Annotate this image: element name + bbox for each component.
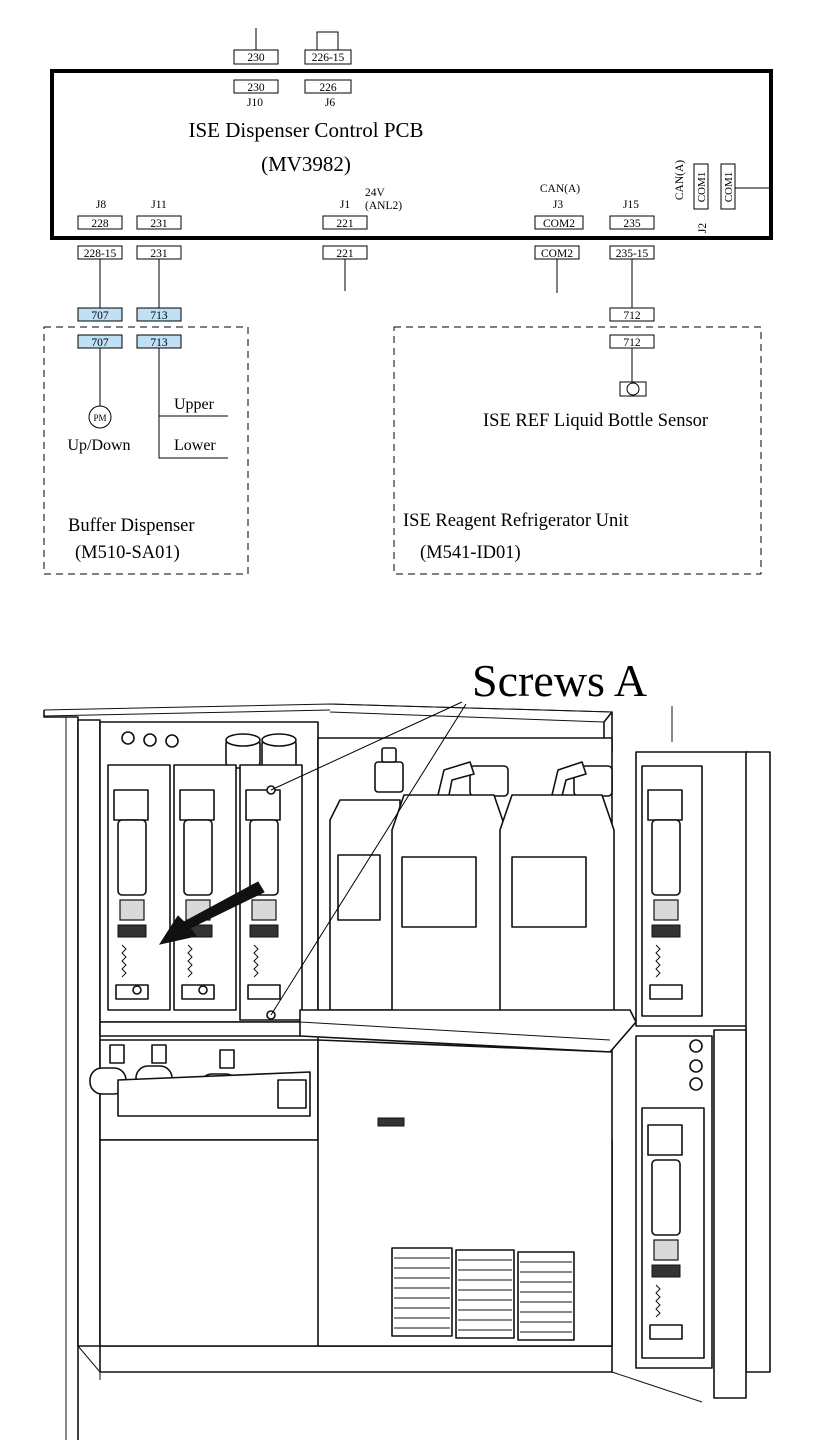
motor-label: Up/Down	[67, 437, 130, 454]
j8-pin: 228	[91, 218, 109, 230]
syringe-module-1	[107, 764, 171, 1011]
j10-cable-label: 230	[247, 52, 265, 64]
pulse-motor-icon	[88, 405, 112, 429]
removal-arrow-icon	[158, 881, 265, 945]
j2-cable-label: COM1	[723, 172, 735, 203]
j1-note: (ANL2)	[365, 200, 402, 212]
j1-label: J1	[340, 199, 350, 211]
assembly-illustration: Screws A	[43, 655, 771, 1440]
pcb-model: (MV3982)	[261, 152, 351, 176]
j10-label: J10	[247, 97, 263, 109]
buffer-relay-713-bottom: 713	[150, 337, 168, 349]
buffer-relay-713-top: 713	[150, 310, 168, 322]
j6-pin: 226	[319, 82, 337, 94]
ref-relay-712-bottom: 712	[623, 337, 641, 349]
pcb-title: ISE Dispenser Control PCB	[188, 118, 423, 142]
j8-cable-label: 228-15	[84, 248, 117, 260]
j2-label: J2	[697, 223, 709, 233]
screws-callout: Screws A	[472, 655, 647, 706]
j10-pin: 230	[247, 82, 265, 94]
j11-pin: 231	[150, 218, 168, 230]
buffer-dispenser-title: Buffer Dispenser	[68, 516, 195, 536]
syringe-module-right-top	[641, 765, 703, 1017]
j11-cable-label: 231	[150, 248, 168, 260]
j15-pin: 235	[623, 218, 641, 230]
j15-cable-label: 235-15	[616, 248, 649, 260]
vent-grille	[391, 1247, 575, 1341]
reagent-bottle-1	[329, 747, 404, 1011]
j8-label: J8	[96, 199, 106, 211]
reagent-bottle-2	[391, 761, 509, 1021]
syringe-module-2	[173, 764, 237, 1011]
buffer-relay-707-bottom: 707	[91, 337, 109, 349]
refrigerator-unit-model: (M541-ID01)	[420, 543, 521, 563]
wiring-diagram: 230 226-15 230 J10 226 J6 ISE Dispenser …	[43, 28, 773, 575]
refrigerator-unit-title: ISE Reagent Refrigerator Unit	[403, 511, 629, 531]
syringe-module-right-bottom	[641, 1107, 705, 1359]
j1-pin: 221	[336, 218, 354, 230]
j1-voltage: 24V	[365, 187, 386, 199]
j1-cable-label: 221	[336, 248, 354, 260]
j6-cable-label: 226-15	[312, 52, 345, 64]
buffer-dispenser-box	[43, 326, 249, 575]
buffer-dispenser-model: (M510-SA01)	[75, 543, 180, 563]
j3-pin: COM2	[543, 218, 575, 230]
j2-pin: COM1	[696, 172, 708, 203]
j3-label: J3	[553, 199, 563, 211]
lower-sensor-label: Lower	[174, 437, 216, 454]
motor-symbol: PM	[93, 413, 106, 423]
refrigerator-unit-box	[393, 326, 762, 575]
j2-can-note: CAN(A)	[674, 160, 686, 200]
j11-label: J11	[151, 199, 167, 211]
j6-label: J6	[325, 97, 335, 109]
ref-relay-712-top: 712	[623, 310, 641, 322]
reagent-bottle-3	[499, 761, 615, 1021]
j3-can-note: CAN(A)	[540, 183, 580, 195]
upper-sensor-label: Upper	[174, 396, 215, 413]
bottle-sensor-label: ISE REF Liquid Bottle Sensor	[483, 411, 708, 431]
buffer-relay-707-top: 707	[91, 310, 109, 322]
j3-cable-label: COM2	[541, 248, 573, 260]
j15-label: J15	[623, 199, 639, 211]
pcb-board	[50, 69, 773, 240]
